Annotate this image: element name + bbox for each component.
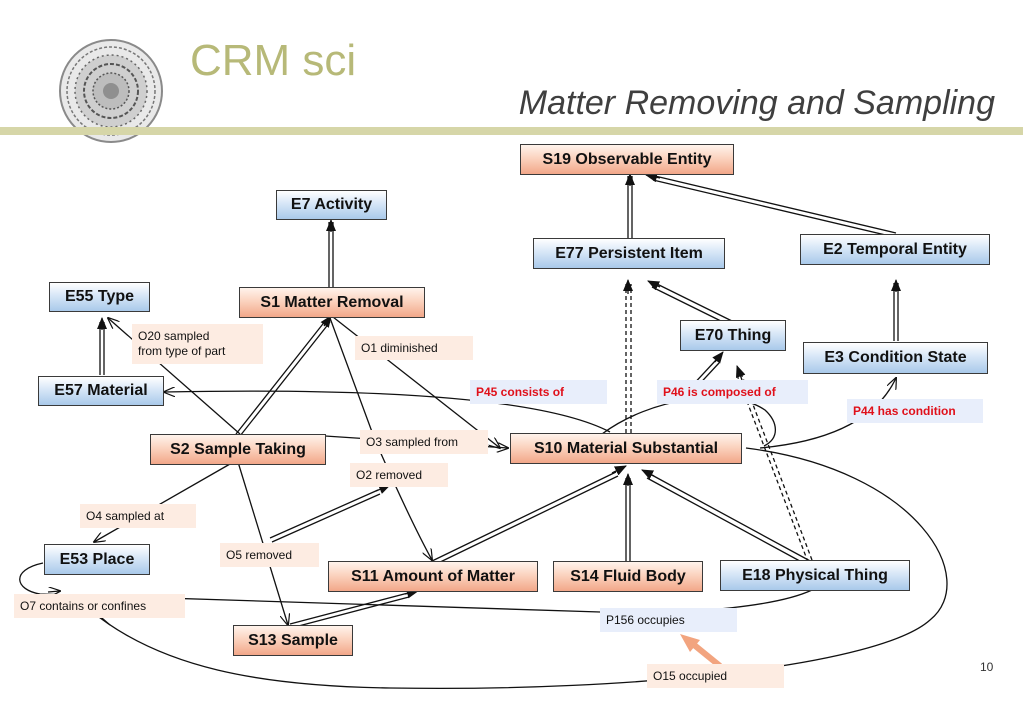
node-s2-sample-taking: S2 Sample Taking [150,434,326,465]
o15-orange-arrow [680,634,722,669]
brand-title: CRM sci [190,36,357,85]
label-p45-consists-of: P45 consists of [470,380,607,404]
label-o2-removed: O2 removed [350,463,448,487]
node-s19-observable-entity: S19 Observable Entity [520,144,734,175]
node-e55-type: E55 Type [49,282,150,312]
node-s11-amount-of-matter: S11 Amount of Matter [328,561,538,592]
node-e77-persistent-item: E77 Persistent Item [533,238,725,269]
node-e57-material: E57 Material [38,376,164,406]
node-s10-material-substantial: S10 Material Substantial [510,433,742,464]
header-accent-bar [0,127,1023,135]
node-e18-physical-thing: E18 Physical Thing [720,560,910,591]
node-e70-thing: E70 Thing [680,320,786,351]
label-o3-sampled-from: O3 sampled from [360,430,488,454]
label-o7-contains-or-confines: O7 contains or confines [14,594,185,618]
dashed-links [625,284,813,563]
label-o5-removed: O5 removed [220,543,319,567]
label-p156-occupies: P156 occupies [600,608,737,632]
label-o20-sampled-from-type-of-part: O20 sampled from type of part [132,324,263,364]
label-o15-occupied: O15 occupied [647,664,784,688]
node-s13-sample: S13 Sample [233,625,353,656]
label-p44-has-condition: P44 has condition [847,399,983,423]
node-e2-temporal-entity: E2 Temporal Entity [800,234,990,265]
node-s14-fluid-body: S14 Fluid Body [553,561,703,592]
node-e53-place: E53 Place [44,544,150,575]
slide-title: Matter Removing and Sampling [518,84,995,122]
label-p46-is-composed-of: P46 is composed of [657,380,808,404]
phaistos-disc-logo [59,39,163,143]
node-e7-activity: E7 Activity [276,190,387,220]
label-o1-diminished: O1 diminished [355,336,473,360]
node-s1-matter-removal: S1 Matter Removal [239,287,425,318]
is-a-links [97,172,901,629]
label-o4-sampled-at: O4 sampled at [80,504,196,528]
node-e3-condition-state: E3 Condition State [803,342,988,374]
page-number: 10 [980,660,994,674]
